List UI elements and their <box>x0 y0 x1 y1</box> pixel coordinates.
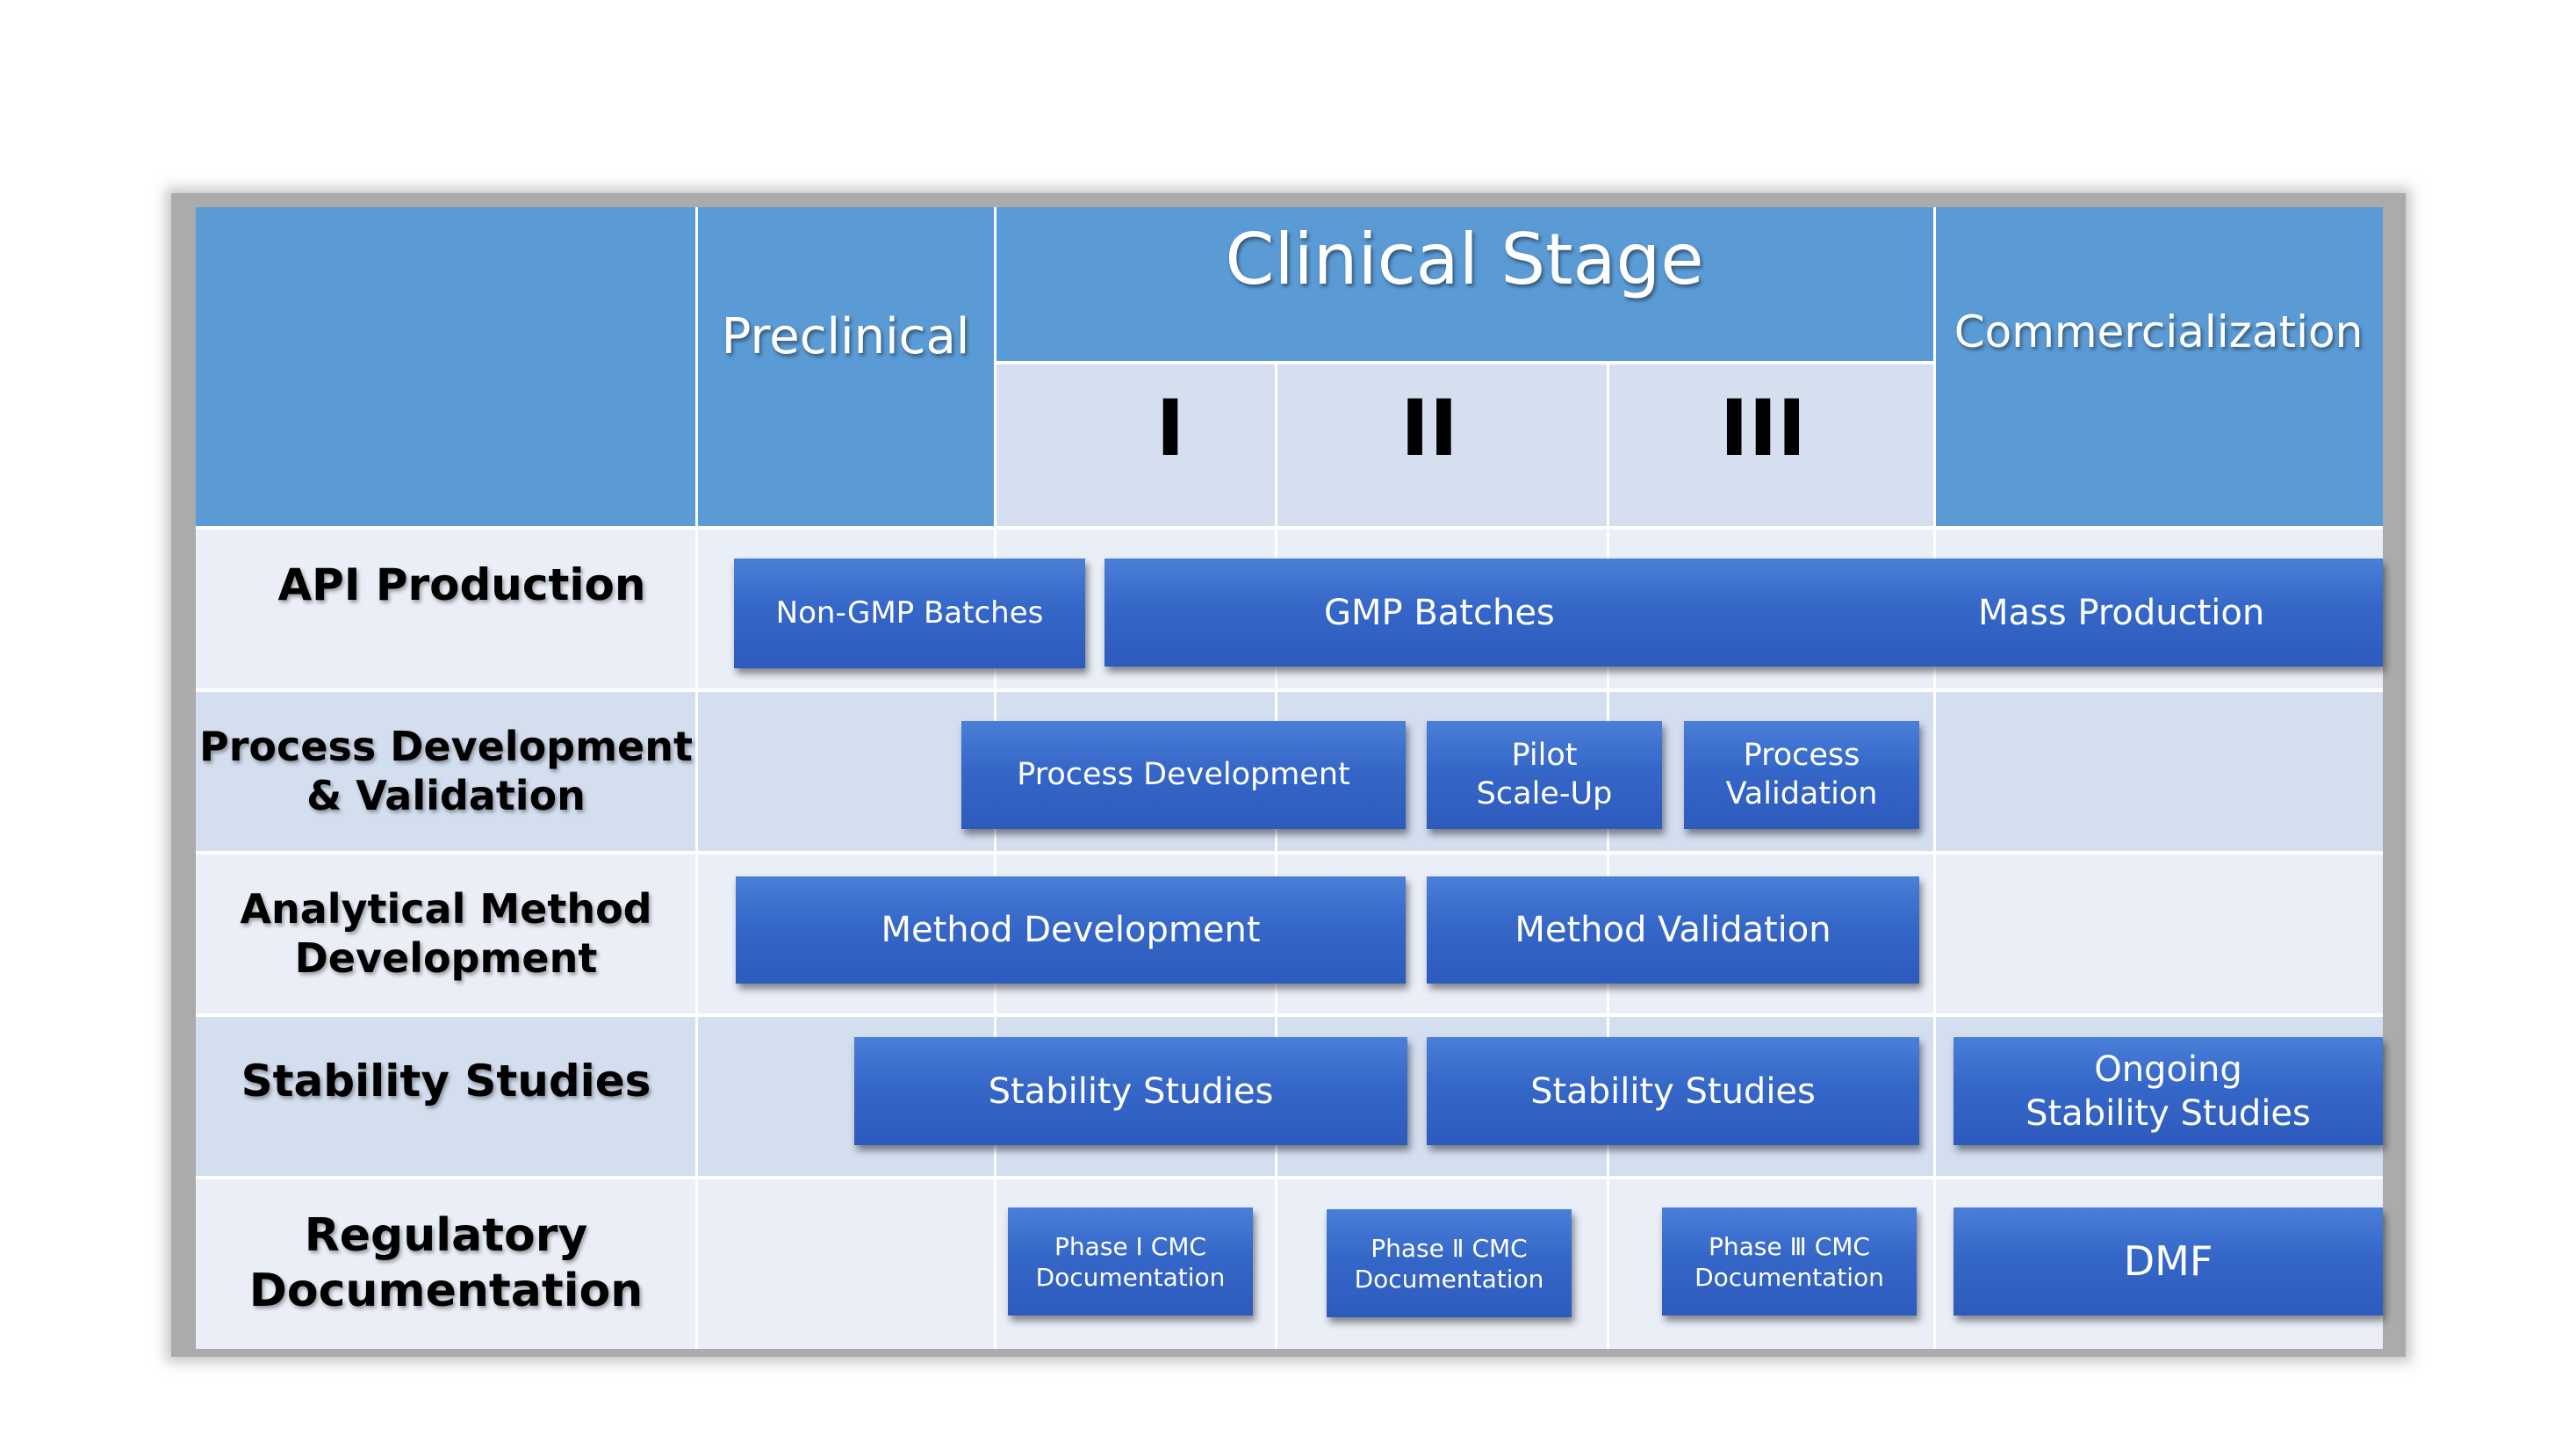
grid-line <box>695 207 698 1349</box>
non-gmp-batches-bar: Non-GMP Batches <box>734 559 1085 668</box>
phase-1-cmc-documentation-bar: Phase Ⅰ CMC Documentation <box>1008 1208 1253 1316</box>
grid-line <box>1933 207 1936 1349</box>
process-development-label: Process Development & Validation <box>199 723 693 819</box>
grid-line <box>1275 361 1277 1349</box>
grid-line <box>196 1176 2383 1179</box>
phase-cell-2 <box>1276 364 1608 528</box>
process-validation-bar: Process Validation <box>1684 721 1919 829</box>
header-commercialization-cell <box>1934 207 2383 528</box>
analytical-method-label: Analytical Method Development <box>240 885 652 982</box>
stability-studies-bar-1: Stability Studies <box>854 1037 1407 1145</box>
commercialization-label: Commercialization <box>1954 306 2364 357</box>
dmf-bar: DMF <box>1954 1208 2383 1316</box>
grid-line <box>196 688 2383 692</box>
method-development-bar: Method Development <box>736 876 1406 984</box>
pilot-scale-up-bar: Pilot Scale-Up <box>1427 721 1662 829</box>
process-development-bar: Process Development <box>961 721 1406 829</box>
header-clinical-stage-cell <box>995 207 1934 361</box>
method-validation-bar: Method Validation <box>1427 876 1919 984</box>
stability-studies-label: Stability Studies <box>241 1056 651 1107</box>
gmp-batches-bar: GMP Batches Mass Production <box>1105 559 2383 667</box>
phase-3-cmc-documentation-bar: Phase Ⅲ CMC Documentation <box>1662 1208 1917 1316</box>
phase-2-label: II <box>1400 383 1458 473</box>
phase-2-cmc-documentation-bar: Phase Ⅱ CMC Documentation <box>1327 1209 1572 1317</box>
stability-studies-bar-2: Stability Studies <box>1427 1037 1919 1145</box>
regulatory-documentation-label: Regulatory Documentation <box>248 1209 644 1317</box>
grid-line <box>1607 361 1609 1349</box>
clinical-stage-label: Clinical Stage <box>1225 219 1704 300</box>
grid-line <box>196 851 2383 854</box>
grid-line <box>995 361 1934 364</box>
api-production-label: API Production <box>277 559 646 610</box>
ongoing-stability-studies-bar: Ongoing Stability Studies <box>1954 1037 2383 1145</box>
grid-line <box>196 526 2383 530</box>
cmc-timeline-table: Preclinical Clinical Stage Commercializa… <box>196 207 2383 1349</box>
phase-3-label: III <box>1719 383 1807 473</box>
phase-cell-3 <box>1608 364 1934 528</box>
header-preclinical-cell <box>696 207 995 528</box>
phase-1-label: I <box>1155 383 1185 473</box>
header-empty-cell <box>196 207 696 528</box>
phase-cell-1 <box>995 364 1276 528</box>
grid-line <box>196 1013 2383 1017</box>
preclinical-label: Preclinical <box>721 308 970 365</box>
